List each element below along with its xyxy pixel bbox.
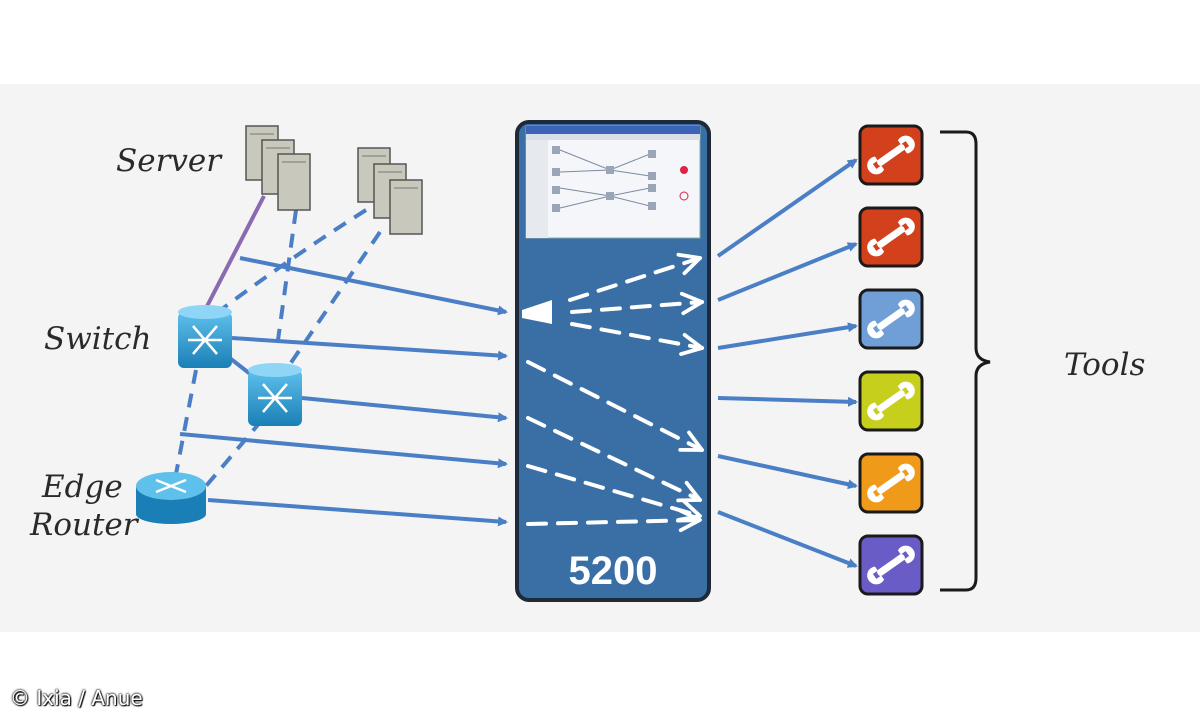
edge-router-label-line2: Router: [30, 507, 138, 543]
ingress-arrow-5: [207, 498, 508, 527]
dashed-links: [174, 208, 382, 488]
egress-arrow-4: [717, 396, 858, 407]
wrench-icon: [867, 135, 915, 175]
ingress-arrow-2: [231, 336, 508, 361]
wrench-icon: [867, 299, 915, 339]
link-switch2-router: [204, 418, 264, 488]
server-group-2: [357, 147, 423, 235]
egress-arrow-1: [716, 158, 858, 258]
link-switch1-router: [174, 369, 198, 475]
flow-source-wedge: [522, 300, 552, 324]
egress-arrow-6: [717, 510, 858, 568]
device-screen: [525, 125, 701, 239]
edge-router-label-line1: Edge: [42, 469, 123, 505]
link-server1-switch1: [202, 195, 266, 313]
ingress-arrows: [179, 256, 508, 527]
flow-3: [570, 322, 704, 356]
wrench-icon: [867, 463, 915, 503]
server-group-1: [245, 125, 311, 211]
switch-2: [248, 363, 302, 426]
flow-2: [570, 291, 704, 316]
switch-label: Switch: [44, 321, 152, 357]
ingress-arrow-4: [179, 432, 508, 469]
tools-bracket: [940, 130, 991, 592]
egress-arrow-3: [717, 322, 858, 350]
link-server2-switch2: [276, 209, 298, 341]
egress-arrow-5: [717, 454, 858, 490]
tools-label: Tools: [1064, 347, 1146, 383]
wrench-icon: [867, 381, 915, 421]
ingress-arrow-3: [301, 396, 508, 423]
egress-arrows: [716, 158, 858, 568]
edge-router: [136, 472, 206, 524]
ingress-arrow-1: [239, 256, 508, 316]
device-model-label: 5200: [569, 549, 658, 593]
link-server3-switch1: [216, 208, 368, 314]
tool-box-4: [858, 370, 924, 432]
image-credit: © Ixia / Anue: [10, 686, 143, 710]
device-5200: 5200: [515, 120, 711, 602]
egress-arrow-2: [717, 242, 858, 302]
link-server3-switch2: [284, 230, 382, 372]
flow-4: [526, 360, 704, 452]
flow-1: [568, 252, 702, 302]
flow-5: [526, 416, 702, 503]
wrench-icon: [867, 545, 915, 585]
tool-box-2: [858, 206, 924, 268]
wrench-icon: [867, 217, 915, 257]
switch-1: [178, 305, 232, 368]
tool-box-5: [858, 452, 924, 514]
server-label: Server: [116, 143, 222, 179]
tools-column: [858, 124, 924, 596]
flow-7: [526, 508, 702, 533]
flow-6: [526, 464, 702, 522]
tool-box-3: [858, 288, 924, 350]
internal-flows: [526, 252, 704, 533]
tool-box-6: [858, 534, 924, 596]
tool-box-1: [858, 124, 924, 186]
